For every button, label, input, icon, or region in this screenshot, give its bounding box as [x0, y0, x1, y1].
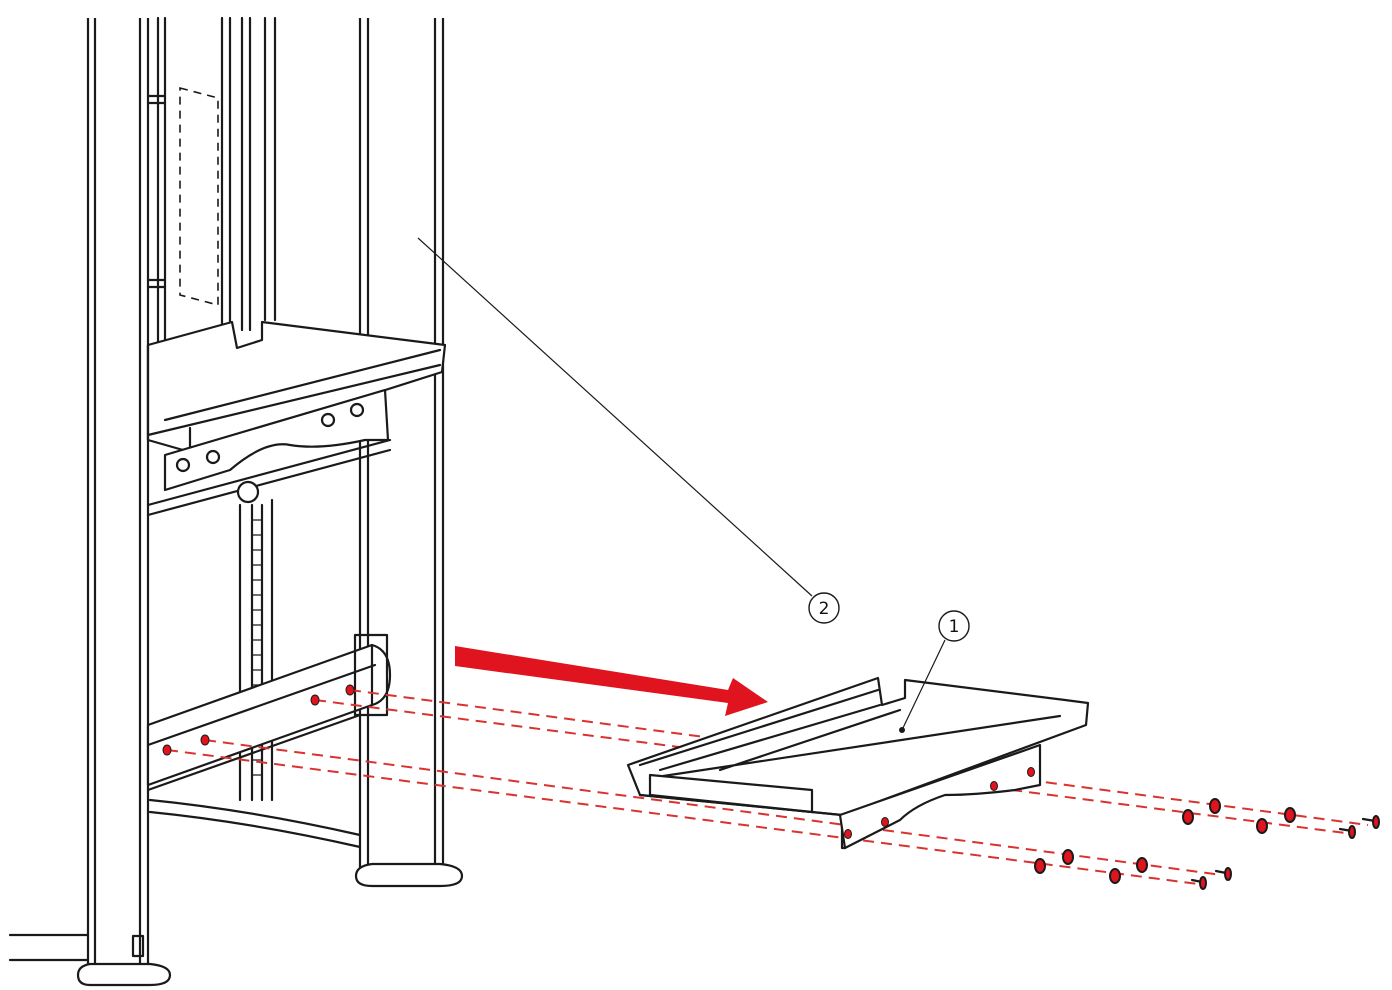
callout-2-label: 2 — [819, 599, 830, 619]
guide-line — [314, 699, 1346, 834]
mount-hole — [162, 744, 172, 756]
fasteners — [1034, 798, 1380, 890]
guide-rod-center — [220, 16, 252, 332]
bolt — [1338, 825, 1356, 839]
right-upright — [358, 18, 445, 870]
tray-hole — [881, 817, 889, 827]
washer-nut — [1182, 809, 1194, 825]
mount-hole — [200, 734, 210, 746]
clamp-rings — [146, 94, 167, 289]
washer-nut — [1109, 868, 1121, 884]
guide-line — [204, 739, 1223, 876]
left-upright — [86, 18, 150, 975]
washer-nut — [1209, 798, 1221, 814]
tray-hole — [990, 781, 998, 791]
crossbar-holes — [162, 684, 355, 756]
guide-rod-right — [263, 16, 277, 322]
washer-nut — [1136, 857, 1148, 873]
selector-pin-knob — [236, 480, 260, 504]
machine-frame — [8, 16, 464, 987]
callout-1-label: 1 — [949, 617, 960, 637]
bolt — [1361, 815, 1380, 829]
new-tray-part-1 — [626, 676, 1090, 850]
tray-bolt — [205, 449, 221, 465]
right-upright-foot — [354, 862, 464, 888]
tray-bolt — [320, 412, 336, 428]
mount-hole — [310, 694, 320, 706]
washer-nut — [1034, 858, 1046, 874]
tray-side-flange — [838, 743, 1042, 850]
floor-line — [8, 933, 90, 962]
tray-bolt — [349, 402, 365, 418]
washer-nut — [1062, 849, 1074, 865]
left-upright-bracket — [131, 934, 145, 958]
callout-2: 2 — [808, 592, 840, 624]
tray-hole — [1027, 767, 1035, 777]
tray-hole — [844, 829, 852, 839]
mount-hole — [345, 684, 355, 696]
bolt — [1190, 876, 1207, 890]
leader-line-2 — [417, 237, 813, 597]
washer-nut — [1256, 818, 1268, 834]
leader-line-1 — [901, 639, 946, 731]
left-upright-foot — [76, 962, 172, 987]
callout-1: 1 — [938, 610, 970, 642]
tray-bolt — [175, 457, 191, 473]
guide-rod-left — [156, 16, 167, 347]
weight-plate-outline — [179, 86, 219, 307]
crossbar-bracket — [353, 633, 389, 717]
lower-crossbar — [146, 633, 392, 849]
installed-tray — [146, 320, 447, 517]
guide-line — [166, 749, 1199, 885]
install-direction-arrow — [455, 646, 768, 716]
bolt — [1214, 867, 1232, 881]
washer-nut — [1284, 807, 1296, 823]
